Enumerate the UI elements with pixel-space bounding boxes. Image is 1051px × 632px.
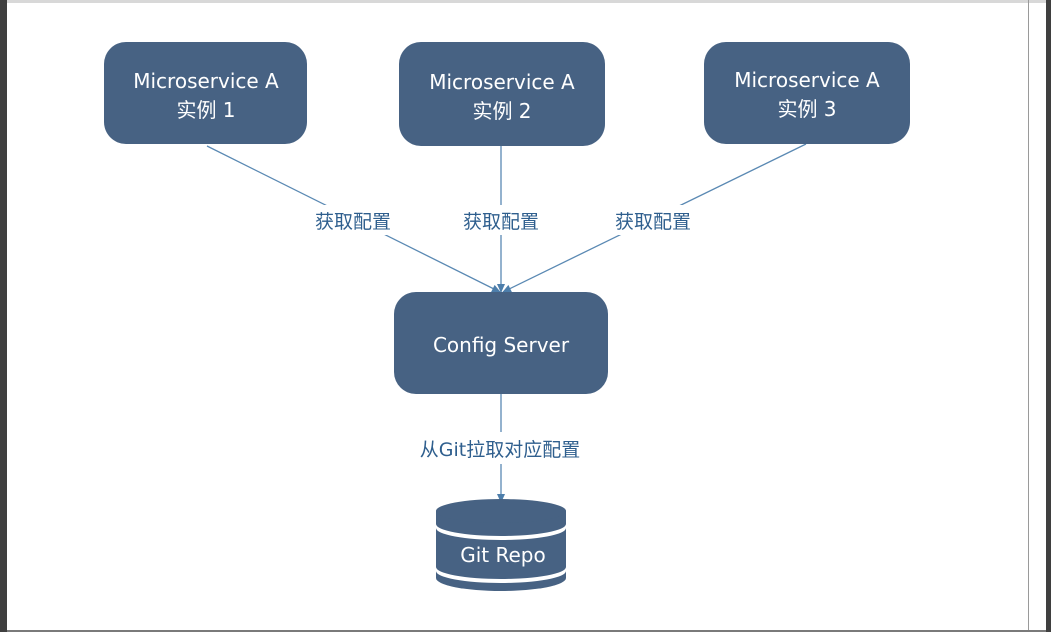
window-frame-top xyxy=(7,0,1046,3)
window-frame-right xyxy=(1046,0,1051,632)
edge-label-backing xyxy=(404,432,596,464)
database-git-repo-label: Git Repo xyxy=(460,543,546,567)
edge-label-instance3: 获取配置 xyxy=(615,211,691,233)
node-config-server: Config Server xyxy=(394,292,608,394)
node-instance2-subtitle: 实例 2 xyxy=(472,99,531,123)
node-microservice-instance-3: Microservice A 实例 3 xyxy=(704,42,910,144)
edge-label-server-to-repo: 从Git拉取对应配置 xyxy=(420,439,580,461)
window-frame-bottom xyxy=(7,630,1046,632)
edge-label-backing xyxy=(606,205,700,235)
edge-label-backing xyxy=(306,205,400,235)
edge-label-backing xyxy=(454,205,548,235)
edge-label-instance1: 获取配置 xyxy=(315,211,391,233)
node-instance1-subtitle: 实例 1 xyxy=(176,98,235,122)
database-git-repo-icon: Git Repo xyxy=(436,499,566,591)
node-instance3-title: Microservice A xyxy=(734,68,880,92)
node-instance1-title: Microservice A xyxy=(133,69,279,93)
node-microservice-instance-1: Microservice A 实例 1 xyxy=(104,42,307,144)
window-frame-left xyxy=(0,0,7,632)
edge-label-instance2: 获取配置 xyxy=(463,211,539,233)
node-instance2-title: Microservice A xyxy=(429,70,575,94)
node-instance3-subtitle: 实例 3 xyxy=(777,97,836,121)
node-microservice-instance-2: Microservice A 实例 2 xyxy=(399,42,605,146)
window-frame-right-line xyxy=(1028,0,1029,632)
node-config-server-label: Config Server xyxy=(433,333,570,357)
